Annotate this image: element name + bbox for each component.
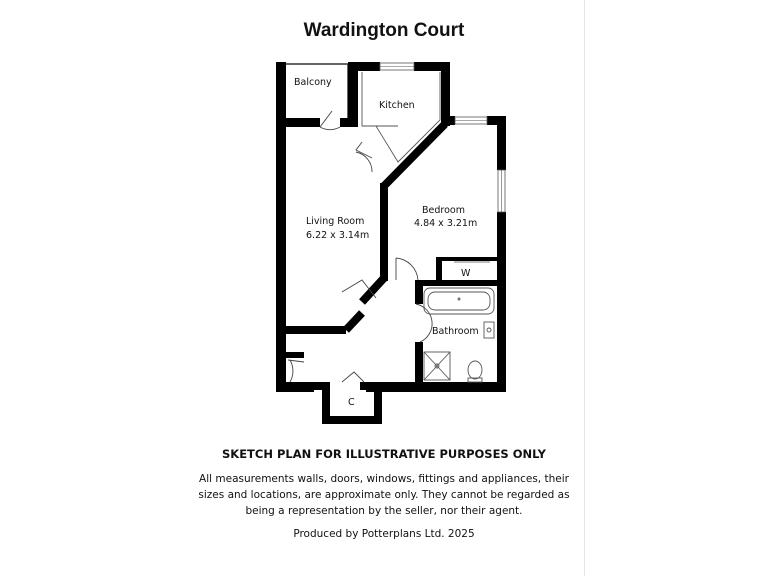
page-edge-divider: [584, 0, 585, 576]
bathroom-label: Bathroom: [432, 326, 479, 337]
wall-right-upper: [497, 116, 506, 170]
disclaimer-line: being a representation by the seller, no…: [245, 505, 523, 517]
bathtub-icon: [423, 287, 495, 315]
balcony-label: Balcony: [294, 77, 332, 88]
producer-credit: Produced by Potterplans Ltd. 2025: [293, 528, 475, 540]
shower-icon: [423, 351, 451, 381]
wall-left: [276, 62, 286, 392]
wall-cupboard-left: [322, 382, 330, 424]
wall-bottom-right: [366, 382, 506, 392]
kitchen-label: Kitchen: [379, 100, 415, 111]
disclaimer-line: sizes and locations, are approximate onl…: [198, 489, 570, 501]
wardrobe-label: W: [461, 268, 471, 279]
wall-bedroom-top-b: [487, 116, 506, 125]
wall-cupboard-bottom: [322, 416, 382, 424]
wall-bedroom-top-a: [441, 116, 455, 125]
bedroom-dimensions: 4.84 x 3.21m: [414, 218, 477, 229]
wall-bottom-left: [276, 382, 314, 392]
disclaimer-heading: SKETCH PLAN FOR ILLUSTRATIVE PURPOSES ON…: [222, 447, 546, 461]
wall-right-lower: [497, 212, 506, 392]
wall-kitchen-top-a: [348, 62, 380, 71]
wall-kitchen-top-b: [414, 62, 450, 71]
balcony-outline: [280, 63, 349, 122]
door-swings: [287, 110, 433, 383]
cupboard-label: C: [348, 397, 355, 408]
wall-living-top-left: [276, 118, 320, 127]
bedroom-label: Bedroom: [422, 205, 465, 216]
sink-icon: [483, 321, 495, 339]
wall-kitchen-left: [348, 62, 358, 126]
bathroom-fixtures: [423, 287, 495, 383]
disclaimer-text: All measurements walls, doors, windows, …: [192, 471, 576, 519]
property-title: Wardington Court: [303, 20, 465, 41]
exterior-walls: [276, 62, 506, 424]
living-room-dimensions: 6.22 x 3.14m: [306, 230, 369, 241]
wall-cupboard-right: [374, 382, 382, 424]
toilet-icon: [467, 360, 483, 380]
kitchen-units: [361, 72, 441, 163]
disclaimer-line: All measurements walls, doors, windows, …: [199, 473, 569, 485]
interior-walls: [284, 121, 505, 390]
living-room-label: Living Room: [306, 216, 364, 227]
wall-kitchen-right: [441, 62, 450, 126]
windows: [379, 62, 506, 213]
